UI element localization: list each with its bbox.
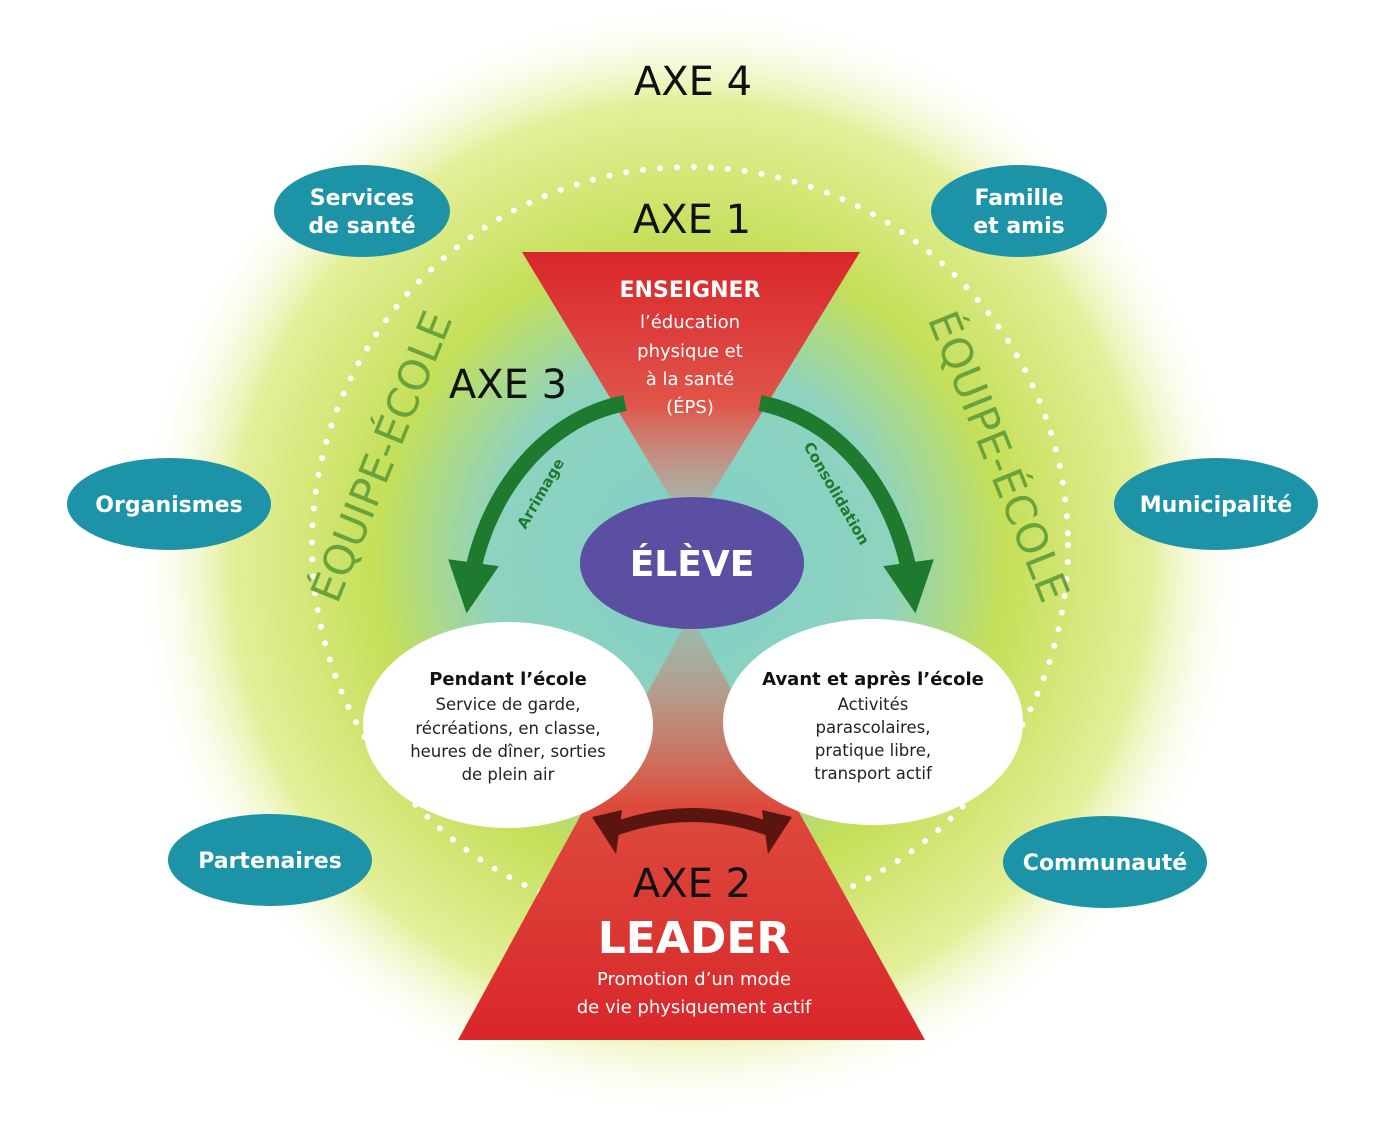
leader-title: LEADER (598, 913, 791, 964)
bottom-triangle (458, 615, 925, 1040)
oval-services-sante-line: Services (310, 186, 415, 211)
double-arrow-left-head (592, 810, 622, 854)
left-bubble-title: Pendant l’école (429, 669, 587, 690)
top-triangle-line: (ÉPS) (666, 396, 714, 418)
left-bubble-line: de plein air (462, 765, 555, 784)
top-triangle-line: l’éducation (640, 312, 740, 333)
leader-line: de vie physiquement actif (577, 997, 812, 1018)
left-bubble-line: Service de garde, (435, 695, 580, 714)
axe2-label: AXE 2 (633, 861, 751, 907)
oval-organismes (67, 458, 271, 550)
right-bubble-line: transport actif (814, 764, 933, 783)
top-triangle-line: physique et (637, 341, 743, 362)
oval-communaute (1003, 816, 1207, 908)
right-bubble (723, 619, 1023, 825)
oval-partenaires (168, 814, 372, 906)
top-triangle-title: ENSEIGNER (620, 278, 761, 303)
consolidation-arrow (758, 395, 934, 614)
oval-famille-amis-line: et amis (973, 214, 1065, 239)
oval-organismes-label: Organismes (95, 493, 242, 518)
oval-services-sante-line: de santé (308, 214, 415, 239)
left-bubble-line: récréations, en classe, (415, 719, 600, 738)
axe4-label: AXE 4 (634, 59, 752, 105)
oval-famille-amis-line: Famille (974, 186, 1063, 211)
left-bubble (363, 622, 653, 828)
oval-famille-amis (931, 165, 1107, 257)
right-bubble-line: Activités (838, 695, 909, 714)
arrimage-arrow (448, 395, 627, 614)
left-bubble-line: heures de dîner, sorties (410, 742, 606, 761)
right-bubble-line: pratique libre, (815, 741, 931, 760)
oval-services-sante (274, 165, 450, 257)
oval-municipalite-label: Municipalité (1140, 493, 1292, 518)
oval-municipalite (1114, 458, 1318, 550)
leader-line: Promotion d’un mode (597, 969, 791, 990)
oval-partenaires-label: Partenaires (198, 849, 342, 874)
double-arrow-right-head (762, 810, 792, 854)
eleve-oval (580, 497, 804, 629)
double-arrow-body (609, 808, 775, 837)
oval-communaute-label: Communauté (1023, 851, 1187, 876)
top-triangle-line: à la santé (646, 369, 734, 390)
top-triangle (522, 252, 860, 530)
axe1-label: AXE 1 (633, 197, 751, 243)
eleve-label: ÉLÈVE (630, 543, 755, 585)
axe3-label: AXE 3 (449, 362, 567, 408)
right-bubble-line: parascolaires, (816, 718, 931, 737)
right-bubble-title: Avant et après l’école (762, 669, 984, 690)
